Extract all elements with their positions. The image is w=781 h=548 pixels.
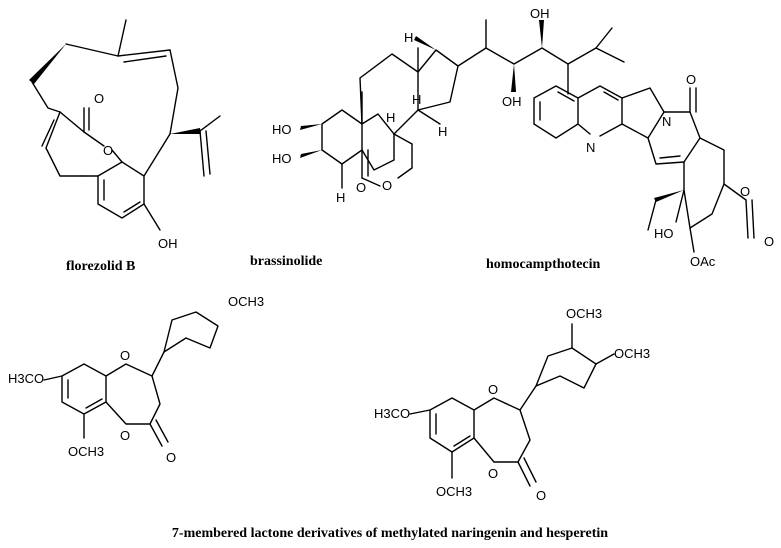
brassinolide-oh-2: OH [502,94,522,109]
florezolid-b-oh: OH [158,236,178,251]
florezolid-b-o-carbonyl: O [94,91,104,106]
homocampthotecin-o-3: O [764,234,774,249]
florezolid-b-structure: O O OH [29,19,221,251]
homocampthotecin-o-2: O [740,184,750,199]
brassinolide-ho-1: HO [272,122,292,137]
homocampthotecin-oac: OAc [690,254,716,269]
hesperetin-lactone-o-2: O [488,466,498,481]
brassinolide-h-2: H [412,92,421,107]
hesperetin-lactone-och3-b: OCH3 [614,346,650,361]
brassinolide-h-5: H [336,190,345,205]
brassinolide-oh-1: OH [530,6,550,21]
naringenin-lactone-structure: H3CO OCH3 OCH3 O O O [8,294,264,465]
naringenin-lactone-och3-bottom: OCH3 [68,444,104,459]
homocampthotecin-o-1: O [686,72,696,87]
caption-brassinolide: brassinolide [250,254,322,269]
brassinolide-h-3: H [386,110,395,125]
figure-caption: 7-membered lactone derivatives of methyl… [172,526,608,541]
brassinolide-o-carbonyl: O [356,180,366,195]
brassinolide-h-4: H [438,124,447,139]
naringenin-lactone-h3co: H3CO [8,371,44,386]
homocampthotecin-n-2: N [662,114,671,129]
caption-homocampthotecin: homocampthotecin [486,257,601,272]
homocampthotecin-structure: N N O O O HO OAc [533,72,774,269]
florezolid-b-o-ring: O [103,143,113,158]
hesperetin-lactone-och3-a: OCH3 [566,306,602,321]
hesperetin-lactone-o-1: O [488,382,498,397]
naringenin-lactone-och3-top: OCH3 [228,294,264,309]
brassinolide-o-ring: O [382,178,392,193]
brassinolide-h-1: H [404,30,413,45]
homocampthotecin-ho: HO [654,226,674,241]
hesperetin-lactone-structure: H3CO OCH3 OCH3 OCH3 O O O [374,306,650,503]
naringenin-lactone-o-1: O [120,348,130,363]
hesperetin-lactone-o-3: O [536,488,546,503]
homocampthotecin-n-1: N [586,140,595,155]
caption-florezolid-b: florezolid B [66,259,135,274]
naringenin-lactone-o-2: O [120,428,130,443]
brassinolide-ho-2: HO [272,151,292,166]
brassinolide-structure: OH OH HO HO H H H H H O O [272,6,625,205]
hesperetin-lactone-h3co: H3CO [374,406,410,421]
hesperetin-lactone-och3-bottom: OCH3 [436,484,472,499]
naringenin-lactone-o-3: O [166,450,176,465]
